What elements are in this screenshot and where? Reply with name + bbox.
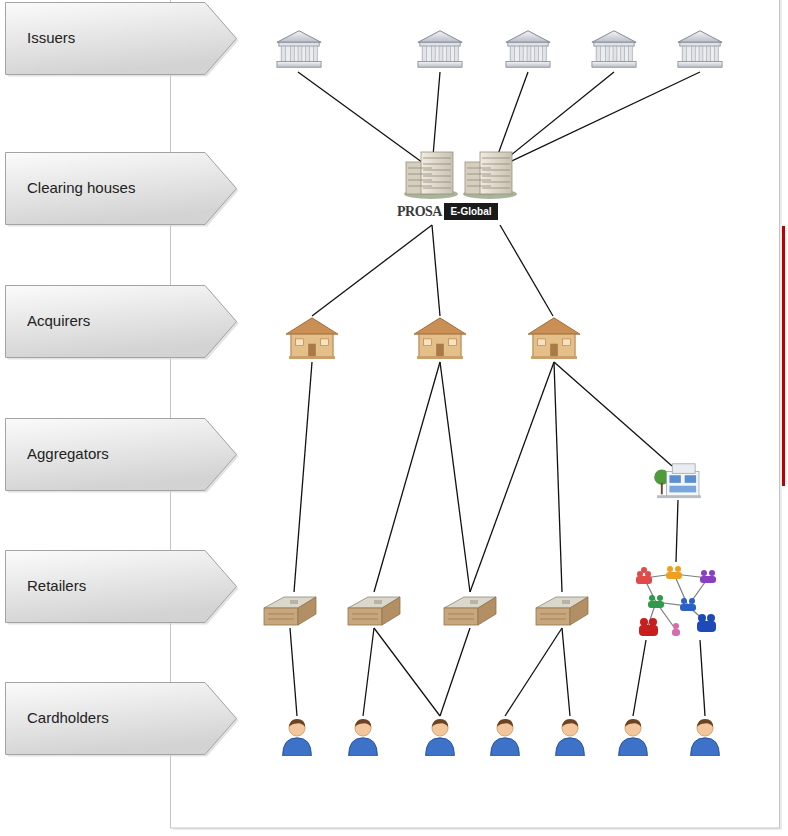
tier-label: Aggregators — [5, 418, 237, 491]
link-line — [294, 362, 312, 592]
tier-label: Acquirers — [5, 285, 237, 358]
link-line — [700, 640, 705, 716]
chevron-outline — [6, 3, 237, 75]
tier-name: Clearing houses — [27, 179, 135, 198]
cardholder-icon — [491, 719, 520, 756]
acquirer-icon — [528, 318, 580, 359]
aggregator-icon — [654, 464, 701, 498]
chevron-outline — [6, 419, 237, 491]
tier-label: Retailers — [5, 550, 237, 623]
link-line — [440, 362, 470, 592]
acquirer-icon — [286, 318, 338, 359]
link-line — [562, 628, 570, 716]
retailer-icon — [536, 597, 588, 625]
logo-text: E-Global — [450, 207, 491, 217]
cardholder-icon — [349, 719, 378, 756]
clearing-house-icon — [404, 152, 458, 199]
cardholder-icon — [556, 719, 585, 756]
cardholder-icon — [619, 719, 648, 756]
logo-text: PROSA — [397, 205, 442, 219]
acquirer-icon — [414, 318, 466, 359]
link-line — [505, 628, 562, 716]
link-line — [554, 362, 562, 592]
cardholder-icon — [283, 719, 312, 756]
link-line — [495, 72, 614, 168]
link-line — [633, 640, 646, 716]
panel-frame — [171, 0, 780, 828]
issuer-icon — [418, 31, 462, 67]
tier-name: Aggregators — [27, 445, 109, 464]
network-logo: E-Global — [444, 203, 498, 220]
issuer-icon — [592, 31, 636, 67]
cardholder-icon — [426, 719, 455, 756]
tier-name: Cardholders — [27, 709, 109, 728]
issuer-icon — [506, 31, 550, 67]
link-line — [312, 225, 432, 316]
clearing-house-icon — [463, 152, 517, 199]
tier-label: Issuers — [5, 2, 237, 75]
link-line — [470, 362, 554, 592]
link-line — [432, 225, 440, 316]
cardholder-icon — [691, 719, 720, 756]
link-line — [374, 362, 440, 592]
link-line — [298, 72, 430, 168]
link-line — [500, 225, 553, 316]
link-line — [290, 628, 297, 716]
chevron-outline — [6, 683, 237, 755]
tier-label: Clearing houses — [5, 152, 237, 225]
link-line — [497, 72, 700, 168]
tier-name: Acquirers — [27, 312, 90, 331]
network-icon — [636, 566, 716, 636]
tier-name: Retailers — [27, 577, 86, 596]
chevron-outline — [6, 153, 237, 225]
network-logo: PROSA — [393, 203, 446, 221]
tier-name: Issuers — [27, 29, 75, 48]
link-line — [440, 628, 470, 716]
logo-ground — [444, 203, 498, 220]
link-line — [363, 628, 374, 716]
link-line — [676, 500, 678, 562]
retailer-icon — [264, 597, 316, 625]
retailer-icon — [348, 597, 400, 625]
chevron-outline — [6, 286, 237, 358]
logo-ground — [393, 203, 446, 221]
issuer-icon — [277, 31, 321, 67]
retailer-icon — [444, 597, 496, 625]
link-line — [374, 628, 440, 716]
issuer-icon — [678, 31, 722, 67]
tier-label: Cardholders — [5, 682, 237, 755]
accent-bar — [782, 226, 785, 486]
chevron-outline — [6, 551, 237, 623]
link-line — [554, 362, 672, 466]
